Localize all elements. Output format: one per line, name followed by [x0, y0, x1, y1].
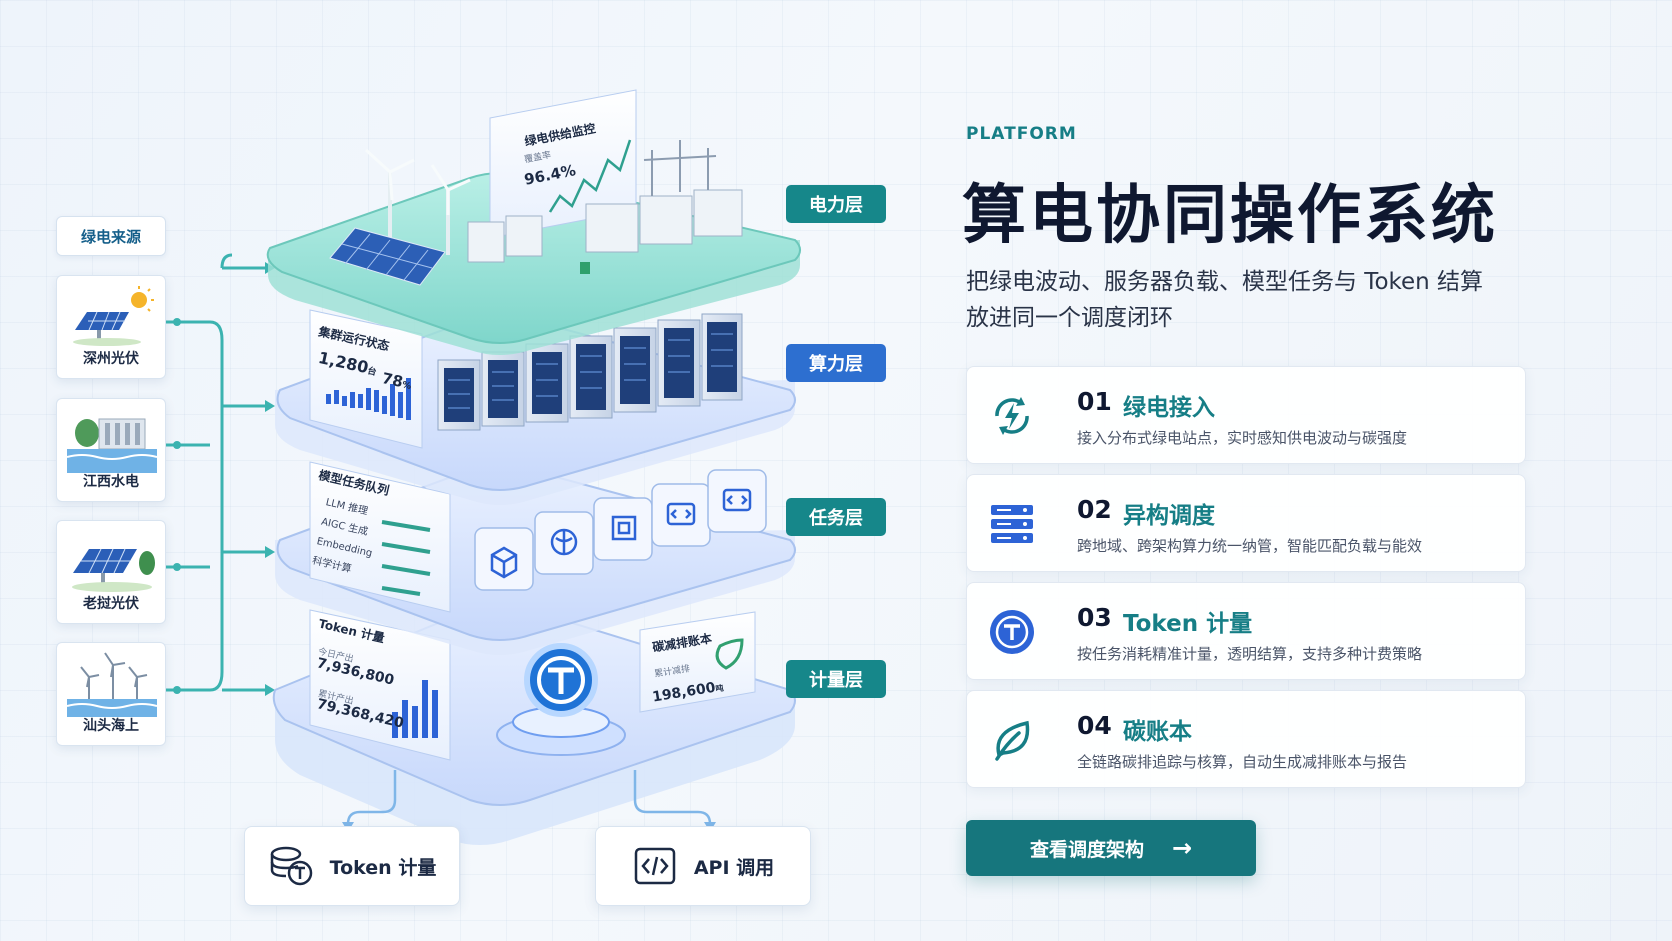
feature-card-carbon-ledger[interactable]: 04 碳账本 全链路碳排追踪与核算，自动生成减排账本与报告 [966, 690, 1526, 788]
feature-description: 接入分布式绿电站点，实时感知供电波动与碳强度 [1077, 429, 1408, 447]
layer-tag-metering[interactable]: 计量层 [786, 660, 886, 698]
platform-eyebrow: PLATFORM [966, 124, 1077, 144]
feature-title: Token 计量 [1123, 611, 1253, 637]
layer-tag-power[interactable]: 电力层 [786, 185, 886, 223]
source-label: 汕头海上 [83, 718, 139, 734]
feature-title: 绿电接入 [1123, 395, 1215, 421]
feature-number: 04 [1077, 711, 1112, 740]
solar-panel-tree-icon [72, 548, 155, 592]
layer-stack: 绿电供给监控 覆盖率 96.4% 集群运行状态 1,280台 78% 模型任务队… [244, 89, 886, 906]
page-title: 算电协同操作系统 [962, 179, 1498, 253]
lightning-cycle-icon [995, 397, 1029, 435]
feature-card-token-metering[interactable]: 03 Token 计量 按任务消耗精准计量，透明结算，支持多种计费策略 [966, 582, 1526, 680]
layer-tag-compute[interactable]: 算力层 [786, 344, 886, 382]
token-coins-icon [270, 846, 312, 886]
feature-card-heterogeneous-scheduling[interactable]: 02 异构调度 跨地域、跨架构算力统一纳管，智能匹配负载与能效 [966, 474, 1526, 572]
feature-description: 按任务消耗精准计量，透明结算，支持多种计费策略 [1077, 645, 1423, 663]
offshore-wind-icon [67, 652, 157, 717]
feature-number: 01 [1077, 387, 1112, 416]
source-card-shantou-offshore[interactable]: 汕头海上 [56, 642, 166, 746]
subtitle-line: 把绿电波动、服务器负载、模型任务与 Token 结算 [966, 269, 1484, 295]
output-label: Token 计量 [329, 856, 437, 879]
feature-number: 02 [1077, 495, 1112, 524]
code-brackets-icon [634, 847, 676, 885]
solar-panel-sun-icon [73, 286, 154, 346]
source-card-shenzhou-solar[interactable]: 深州光伏 [56, 275, 166, 379]
output-token-metering[interactable]: Token 计量 [244, 826, 460, 906]
server-racks [437, 313, 743, 431]
feature-card-green-power[interactable]: 01 绿电接入 接入分布式绿电站点，实时感知供电波动与碳强度 [966, 366, 1526, 464]
subtitle-line: 放进同一个调度闭环 [966, 305, 1173, 331]
layer-tag-task[interactable]: 任务层 [786, 498, 886, 536]
solar-array [329, 227, 446, 286]
leaf-icon [995, 720, 1030, 761]
feature-description: 跨地域、跨架构算力统一纳管，智能匹配负载与能效 [1077, 537, 1423, 555]
output-api-call[interactable]: API 调用 [595, 826, 811, 906]
source-card-laos-solar[interactable]: 老挝光伏 [56, 520, 166, 624]
token-icon [990, 610, 1034, 654]
page-subtitle: 把绿电波动、服务器负载、模型任务与 Token 结算 放进同一个调度闭环 [966, 264, 1566, 336]
source-card-jiangxi-hydro[interactable]: 江西水电 [56, 398, 166, 502]
source-connector-lines [166, 253, 275, 696]
output-label: API 调用 [693, 856, 775, 879]
feature-description: 全链路碳排追踪与核算，自动生成减排账本与报告 [1077, 753, 1408, 771]
source-label: 老挝光伏 [83, 596, 139, 612]
source-label: 深州光伏 [83, 351, 139, 367]
feature-number: 03 [1077, 603, 1112, 632]
source-label: 江西水电 [83, 474, 139, 490]
feature-title: 异构调度 [1123, 503, 1215, 529]
layer-stack-illustration [266, 89, 801, 845]
cta-label: 查看调度架构 [1029, 838, 1144, 861]
feature-title: 碳账本 [1123, 719, 1192, 745]
server-stack-icon [991, 505, 1033, 543]
green-power-sources-title: 绿电来源 [56, 216, 166, 256]
hydro-dam-icon [67, 418, 157, 473]
view-architecture-button[interactable]: 查看调度架构 → [966, 820, 1256, 876]
arrow-right-icon: → [1171, 834, 1193, 862]
